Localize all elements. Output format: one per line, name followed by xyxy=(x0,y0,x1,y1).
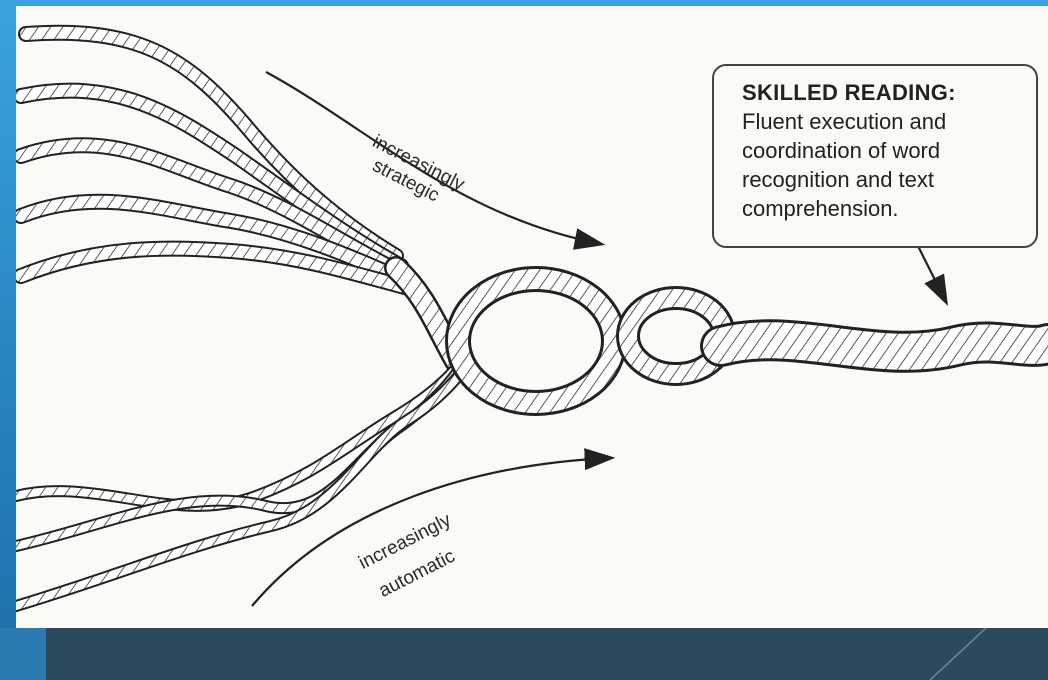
slide-left-edge xyxy=(0,0,16,680)
callout-line-1: Fluent execution and xyxy=(742,107,1026,136)
arrow-callout xyxy=(916,242,946,302)
lower-strands xyxy=(16,368,460,606)
skilled-reading-rope xyxy=(721,340,1048,352)
rope-diagram-image: increasingly strategic increasingly auto… xyxy=(16,6,1048,628)
upper-strands xyxy=(21,33,456,361)
callout-line-2: coordination of word xyxy=(742,136,1026,165)
slide-footer-bar xyxy=(46,628,1048,680)
callout-line-4: comprehension. xyxy=(742,194,1026,223)
skilled-reading-callout: SKILLED READING: Fluent execution and co… xyxy=(712,64,1038,248)
callout-title: SKILLED READING: xyxy=(742,78,1026,107)
figure-eight-loops xyxy=(458,279,724,403)
slide-footer-left xyxy=(0,628,46,680)
callout-line-3: recognition and text xyxy=(742,165,1026,194)
